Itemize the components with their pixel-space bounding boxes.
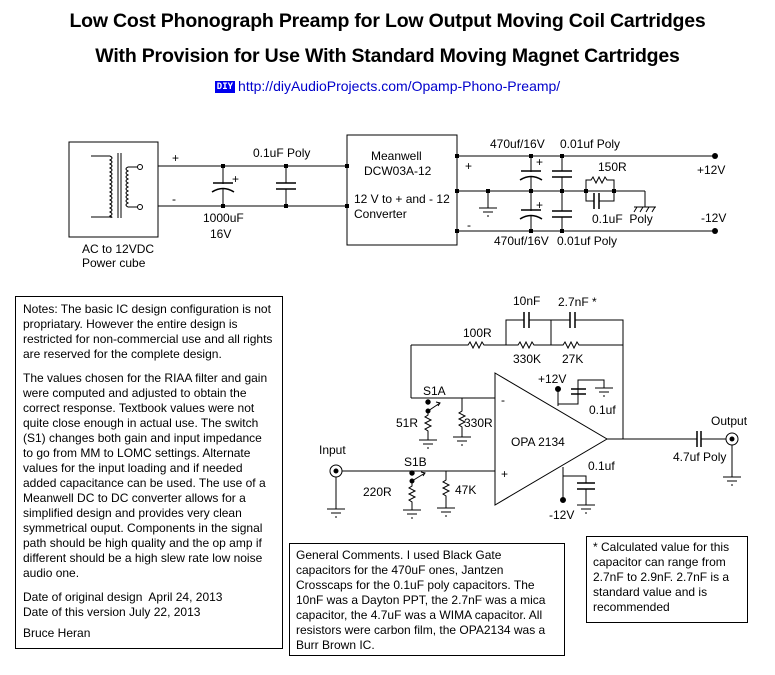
date-version: Date of this version July 22, 2013	[23, 605, 201, 619]
notes-box: Notes: The basic IC design configuration…	[15, 296, 283, 649]
cap-0.01uf-bot-symbol	[551, 210, 573, 218]
converter-plus-label: +	[465, 159, 472, 173]
diy-logo-icon: DIY	[214, 81, 236, 93]
cap-1000uf-label: 1000uF	[203, 211, 244, 225]
cap-470uf-top-polarity: +	[536, 155, 543, 169]
cap-0.01uf-bot-label: 0.01uf Poly	[557, 234, 617, 248]
cap-10nf-label: 10nF	[513, 294, 540, 308]
power-cube-box	[68, 141, 159, 238]
converter-label-2: DCW03A-12	[364, 164, 432, 178]
opamp-inv-label: -	[501, 393, 505, 407]
resistor-27k-symbol	[551, 340, 623, 350]
resistor-330k-label: 330K	[513, 352, 541, 366]
date-original: Date of original design April 24, 2013	[23, 590, 223, 604]
cap-0.01uf-top-symbol	[551, 170, 573, 178]
opamp-symbol	[494, 372, 608, 506]
cube-minus-label: -	[172, 192, 176, 206]
rail-negative-label: -12V	[701, 211, 726, 225]
supply-pos-label: +12V	[538, 372, 566, 386]
cap-0.1uf-input-symbol	[275, 182, 297, 190]
footnote-box: * Calculated value for this capacitor ca…	[586, 536, 748, 623]
project-url-link[interactable]: http://diyAudioProjects.com/Opamp-Phono-…	[238, 78, 561, 94]
cap-1000uf-voltage: 16V	[210, 227, 231, 241]
cap-0.1uf-neg-label: 0.1uf	[588, 459, 615, 473]
switch-s1a-label: S1A	[423, 384, 446, 398]
notes-paragraph-2: The values chosen for the RIAA filter an…	[23, 371, 268, 580]
author: Bruce Heran	[23, 626, 91, 640]
resistor-51r-label: 51R	[396, 416, 418, 430]
converter-minus-label: -	[467, 218, 471, 232]
cap-470uf-bot-polarity: +	[536, 198, 543, 212]
resistor-47k-symbol	[441, 471, 451, 508]
resistor-150r-label: 150R	[598, 160, 627, 174]
switch-s1b-icon[interactable]	[411, 472, 426, 482]
switch-s1b-label: S1B	[404, 455, 427, 469]
converter-label-4: Converter	[354, 207, 407, 221]
notes-paragraph-1: Notes: The basic IC design configuration…	[23, 302, 273, 361]
output-label: Output	[711, 414, 748, 428]
chassis-ground-icon	[633, 206, 656, 213]
cap-2.7nf-label: 2.7nF *	[558, 295, 597, 309]
opamp-noninv-label: +	[501, 467, 508, 481]
cap-470uf-bot-label: 470uf/16V	[494, 234, 549, 248]
rail-positive-label: +12V	[697, 163, 725, 177]
resistor-220r-symbol	[407, 481, 417, 510]
cap-470uf-top-label: 470uf/16V	[490, 137, 545, 151]
converter-label-3: 12 V to + and - 12	[354, 192, 450, 206]
switch-s1a-icon[interactable]	[427, 402, 441, 412]
supply-neg-label: -12V	[549, 508, 574, 522]
resistor-100r-label: 100R	[463, 326, 492, 340]
resistor-330r-symbol	[457, 398, 467, 437]
converter-label-1: Meanwell	[371, 149, 422, 163]
title-line-1: Low Cost Phonograph Preamp for Low Outpu…	[69, 10, 706, 32]
general-comments-box: General Comments. I used Black Gate capa…	[289, 543, 565, 656]
power-cube-label-2: Power cube	[82, 256, 146, 270]
cap-4.7uf-label: 4.7uf Poly	[673, 450, 726, 464]
cube-plus-label: +	[172, 151, 179, 165]
resistor-100r-symbol	[411, 340, 506, 350]
resistor-330k-symbol	[506, 340, 551, 350]
resistor-330r-label: 330R	[464, 416, 493, 430]
resistor-150r-symbol	[585, 175, 615, 191]
power-cube-label-1: AC to 12VDC	[82, 242, 154, 256]
resistor-47k-label: 47K	[455, 483, 476, 497]
resistor-220r-label: 220R	[363, 485, 392, 499]
opamp-label: OPA 2134	[511, 435, 565, 449]
title-line-2: With Provision for Use With Standard Mov…	[95, 45, 680, 67]
cap-1000uf-polarity: +	[232, 172, 239, 186]
resistor-51r-symbol	[423, 411, 433, 440]
cap-0.1uf-pos-label: 0.1uf	[589, 403, 616, 417]
cap-0.01uf-top-label: 0.01uf Poly	[560, 137, 620, 151]
junction-dots	[221, 153, 718, 234]
cap-0.1uf-label: 0.1uF Poly	[253, 146, 310, 160]
input-label: Input	[319, 443, 346, 457]
cap-ground-label: 0.1uF Poly	[592, 212, 653, 226]
transformer-icon	[91, 153, 143, 218]
resistor-27k-label: 27K	[562, 352, 583, 366]
